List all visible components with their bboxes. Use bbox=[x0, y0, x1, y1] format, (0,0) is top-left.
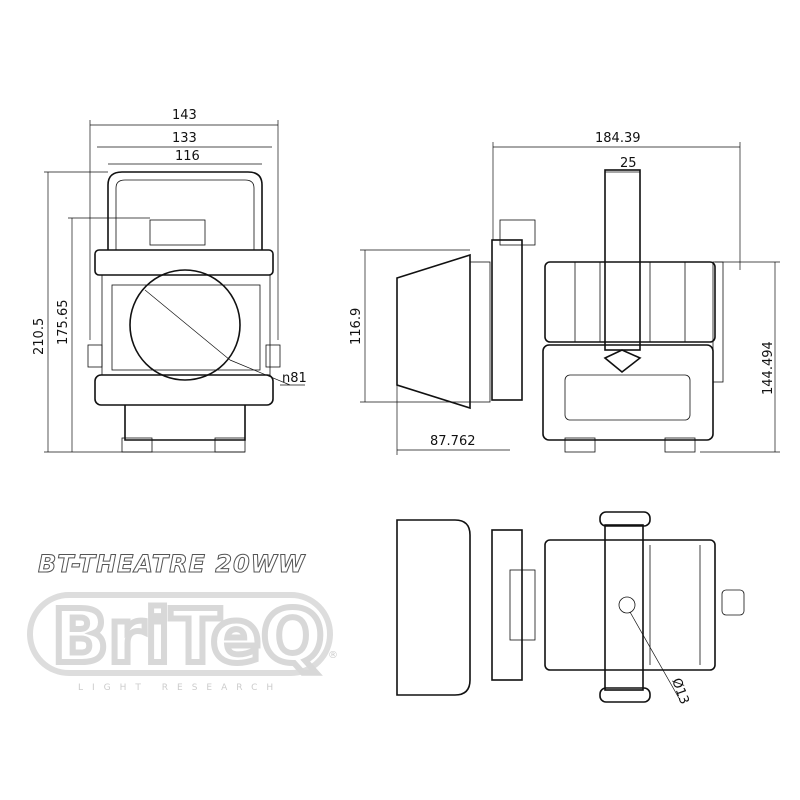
dim-hole-diameter: Ø13 bbox=[668, 676, 691, 706]
dim-height: 144.494 bbox=[761, 341, 776, 395]
top-view: Ø13 bbox=[396, 511, 745, 707]
dim-width-overall: 143 bbox=[172, 108, 197, 123]
dim-bracket-width: 25 bbox=[620, 156, 637, 171]
logo-tagline: LIGHT RESEARCH bbox=[78, 683, 282, 693]
product-title: BT-THEATRE 20WW bbox=[38, 550, 306, 578]
side-view: 184.39 25 116.9 87.762 144.494 bbox=[349, 131, 780, 455]
dim-height-overall: 210.5 bbox=[32, 318, 47, 355]
dim-barndoor-height: 116.9 bbox=[349, 308, 364, 345]
briteq-logo: BriTeQ ® LIGHT RESEARCH bbox=[27, 591, 338, 693]
front-view: 143 133 116 210.5 175.65 n81 bbox=[32, 108, 307, 453]
dim-width-bracket: 133 bbox=[172, 131, 197, 146]
dim-width-inner: 116 bbox=[175, 149, 200, 164]
logo-registered: ® bbox=[328, 650, 338, 661]
dim-barndoor-depth: 87.762 bbox=[430, 434, 476, 449]
dim-height-body: 175.65 bbox=[56, 300, 71, 346]
dim-lens-diameter: n81 bbox=[282, 371, 307, 386]
dim-length-overall: 184.39 bbox=[595, 131, 641, 146]
logo-brand: BriTeQ bbox=[52, 594, 324, 680]
